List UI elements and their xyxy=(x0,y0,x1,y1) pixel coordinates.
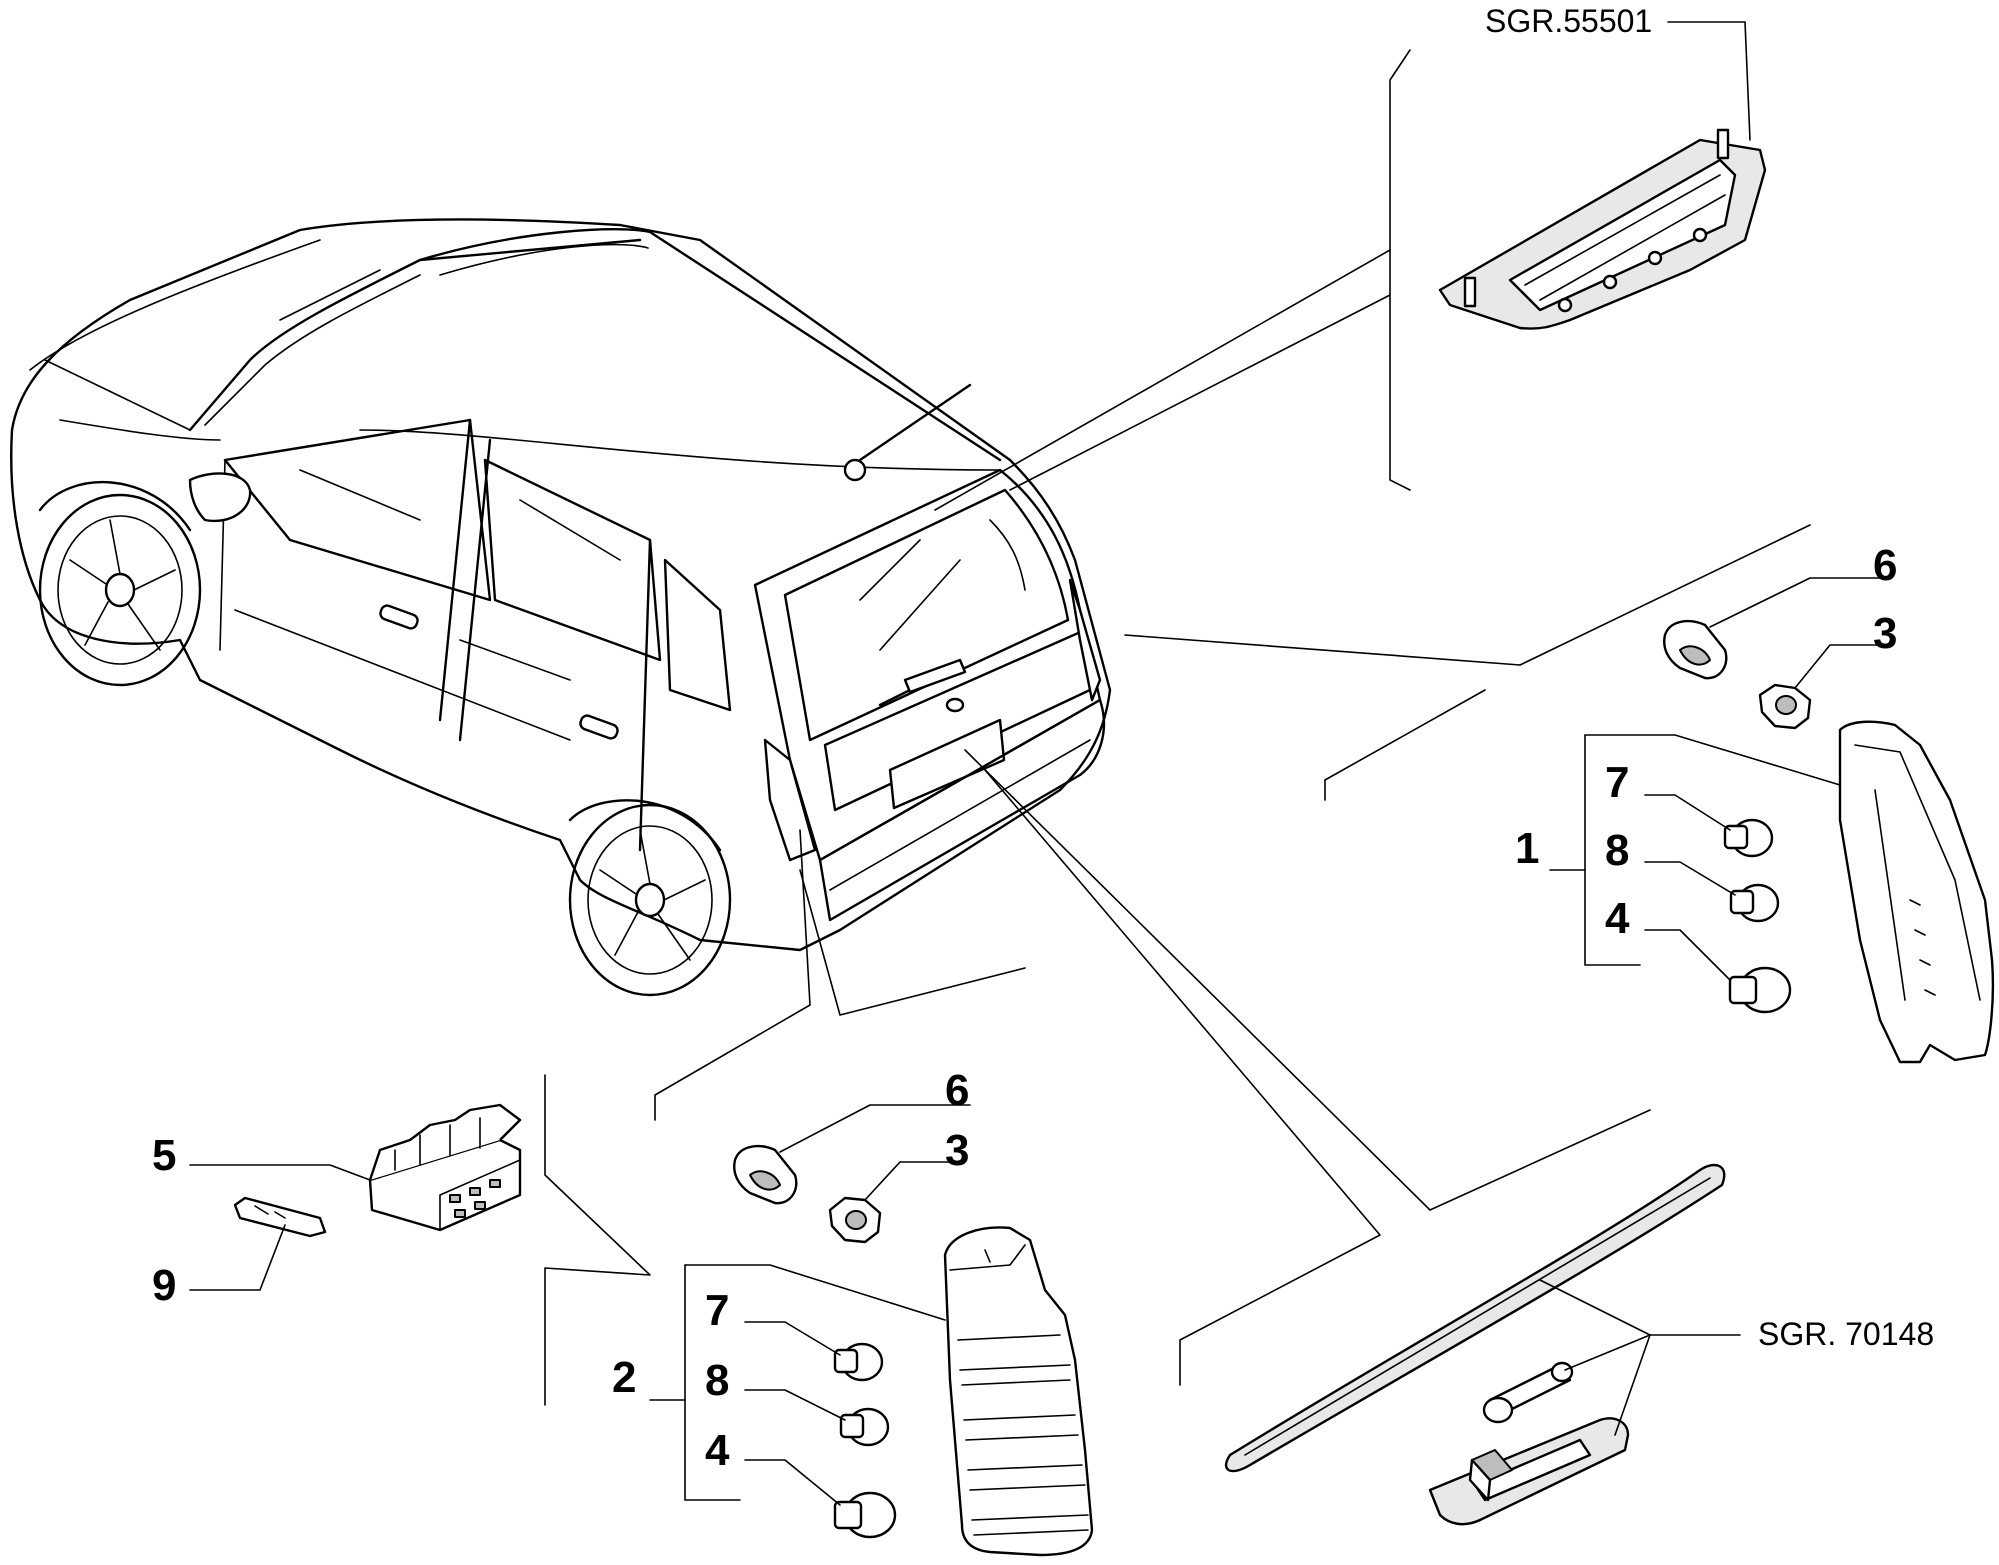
left-bulb-4 xyxy=(833,1491,897,1539)
callout-right-bulb-upper: 7 xyxy=(1605,758,1629,807)
callout-left-bulb-upper: 7 xyxy=(705,1286,729,1335)
car-illustration xyxy=(10,218,1112,997)
left-bulb-7 xyxy=(833,1342,884,1382)
right-bulb-7 xyxy=(1723,818,1774,858)
callout-right-nut: 3 xyxy=(1873,609,1897,658)
right-tail-light-assembly xyxy=(1838,720,1995,1064)
left-socket xyxy=(733,1144,798,1205)
high-mount-brake-light xyxy=(1438,128,1767,330)
right-socket xyxy=(1663,619,1728,680)
leader-connector xyxy=(189,1164,371,1181)
callout-left-nut: 3 xyxy=(945,1126,969,1175)
callout-right-bulb-lower: 4 xyxy=(1605,894,1630,943)
callout-left-group: 2 xyxy=(612,1353,636,1402)
right-group-leaders xyxy=(1549,577,1881,981)
right-bulb-8 xyxy=(1729,883,1780,923)
left-nut xyxy=(828,1196,882,1244)
right-nut xyxy=(1758,683,1812,730)
right-bulb-4 xyxy=(1728,966,1792,1014)
callout-left-bulb-lower: 4 xyxy=(705,1426,730,1475)
plate-light-bulb xyxy=(1482,1361,1574,1424)
left-bulb-8 xyxy=(839,1407,890,1447)
explode-lines xyxy=(544,49,1811,1406)
callout-left-socket: 6 xyxy=(945,1066,969,1115)
callout-right-bulb-middle: 8 xyxy=(1605,826,1629,875)
leader-terminal xyxy=(189,1224,286,1291)
callout-right-socket: 6 xyxy=(1873,541,1897,590)
wiring-connector xyxy=(368,1103,522,1232)
left-tail-light-assembly xyxy=(943,1226,1094,1557)
plate-light-housing xyxy=(1428,1417,1630,1526)
sgr-bottom-reference: SGR. 70148 xyxy=(1758,1316,1934,1352)
sgr-top-reference: SGR.55501 xyxy=(1485,3,1652,39)
callout-terminal: 9 xyxy=(152,1261,176,1310)
callout-right-group: 1 xyxy=(1515,824,1539,873)
wiring-terminal xyxy=(233,1196,327,1238)
sgr-top-leader xyxy=(1667,21,1751,141)
left-group-leaders xyxy=(649,1104,971,1506)
sgr-bottom-leader xyxy=(1539,1279,1741,1336)
sgr-bottom-leader-housing xyxy=(1614,1334,1651,1436)
rear-moulding-strip xyxy=(1224,1163,1726,1473)
callout-left-bulb-middle: 8 xyxy=(705,1356,729,1405)
callout-connector: 5 xyxy=(152,1131,176,1180)
sgr-bottom-leader-bulb xyxy=(1564,1334,1651,1371)
